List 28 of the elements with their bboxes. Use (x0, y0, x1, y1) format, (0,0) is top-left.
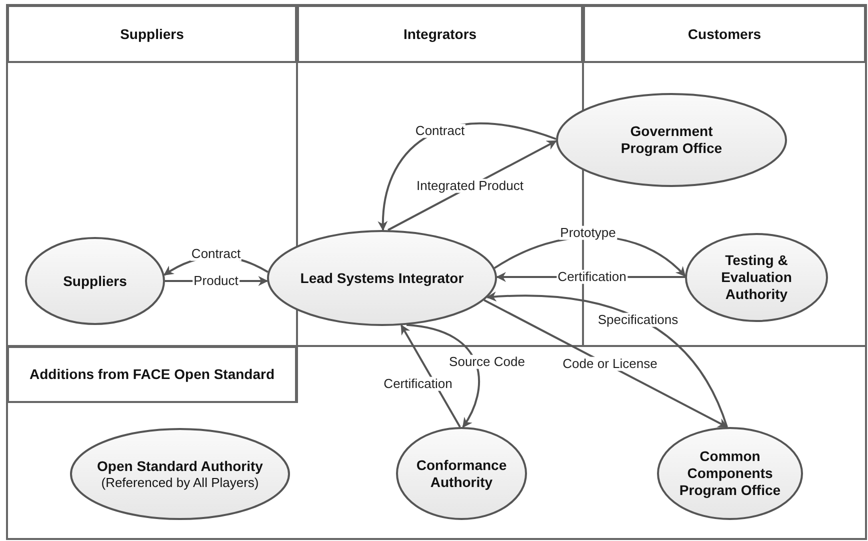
node-label: Open Standard Authority (97, 458, 263, 475)
edge-label: Code or License (562, 356, 658, 372)
edge-label: Integrated Product (416, 178, 524, 194)
edge-label: Product (192, 274, 240, 288)
arrow (400, 324, 461, 428)
node-subtitle: (Referenced by All Players) (101, 474, 259, 490)
lane-header (7, 5, 297, 63)
header-text: Additions from FACE Open Standard (29, 366, 274, 383)
header-text: Customers (688, 26, 762, 42)
header-text: Integrators (403, 26, 477, 42)
edge-label: Contract (414, 124, 466, 138)
edge-label: Specifications (596, 312, 680, 328)
header-text: Suppliers (120, 26, 184, 42)
arrow (406, 324, 480, 428)
edge-label: Source Code (448, 354, 526, 370)
lane-header (297, 5, 583, 63)
node-label: Common Components Program Office (678, 448, 782, 499)
edge-label: Certification (382, 376, 454, 392)
section-header (7, 346, 297, 403)
lane-header (583, 5, 866, 63)
edge-label: Contract (190, 246, 242, 262)
node-label: Government Program Office (620, 123, 724, 157)
node-label: Suppliers (63, 272, 127, 290)
node-label: Lead Systems Integrator (300, 270, 464, 286)
node-label: Conformance Authority (415, 456, 508, 490)
edge-label: Prototype (559, 226, 617, 240)
node-label: Testing & Evaluation Authority (720, 252, 793, 303)
edge-label: Certification (556, 270, 628, 284)
